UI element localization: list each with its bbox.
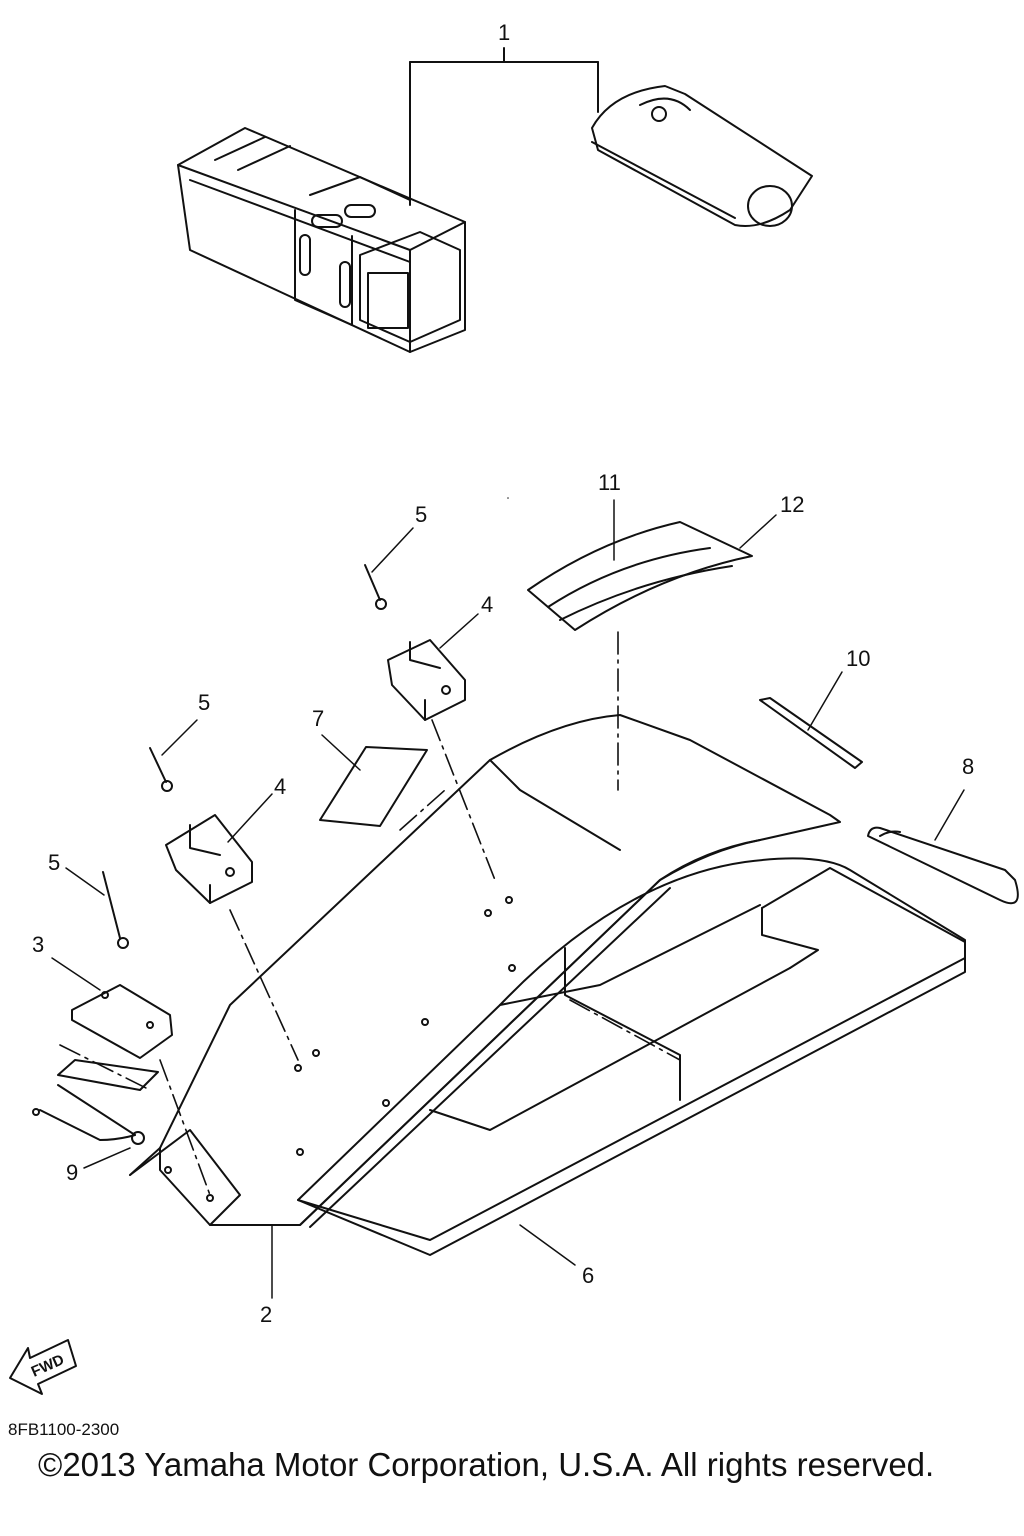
hull-mat <box>298 858 965 1255</box>
rivet-middle <box>150 748 172 791</box>
clip-bracket-upper <box>388 640 465 720</box>
tool-pouch <box>592 86 812 226</box>
handle-rail-8 <box>868 828 1018 904</box>
callout-5-upper: 5 <box>415 502 427 527</box>
tool-kit-roll <box>178 128 465 352</box>
copyright-notice: ©2013 Yamaha Motor Corporation, U.S.A. A… <box>38 1446 935 1483</box>
callout-1-bracket <box>410 48 598 205</box>
callout-12: 12 <box>780 492 804 517</box>
callout-3: 3 <box>32 932 44 957</box>
hinge-plate <box>58 985 172 1090</box>
callout-5-middle: 5 <box>198 690 210 715</box>
mounting-holes <box>165 897 515 1201</box>
clip-bracket-lower <box>166 815 252 903</box>
callout-9: 9 <box>66 1160 78 1185</box>
callout-7: 7 <box>312 706 324 731</box>
fwd-arrow-icon <box>10 1340 76 1394</box>
callout-4-lower: 4 <box>274 774 286 799</box>
callout-5-lower: 5 <box>48 850 60 875</box>
callout-1: 1 <box>498 20 510 45</box>
callout-4-upper: 4 <box>481 592 493 617</box>
rivet-upper <box>365 565 386 609</box>
callout-10: 10 <box>846 646 870 671</box>
callout-2: 2 <box>260 1302 272 1327</box>
hood-deck <box>130 715 840 1227</box>
callout-11: 11 <box>598 470 621 495</box>
leader-lines <box>52 498 964 1298</box>
guide-lines <box>60 632 680 1195</box>
diagram-code: 8FB1100-2300 <box>8 1420 120 1439</box>
pin-lanyard <box>33 1085 144 1144</box>
callout-8: 8 <box>962 754 974 779</box>
bar-10 <box>760 698 862 768</box>
callout-6: 6 <box>582 1263 594 1288</box>
decal-7 <box>320 747 427 826</box>
rivet-lower <box>103 872 128 948</box>
decal-11-12 <box>528 522 752 630</box>
